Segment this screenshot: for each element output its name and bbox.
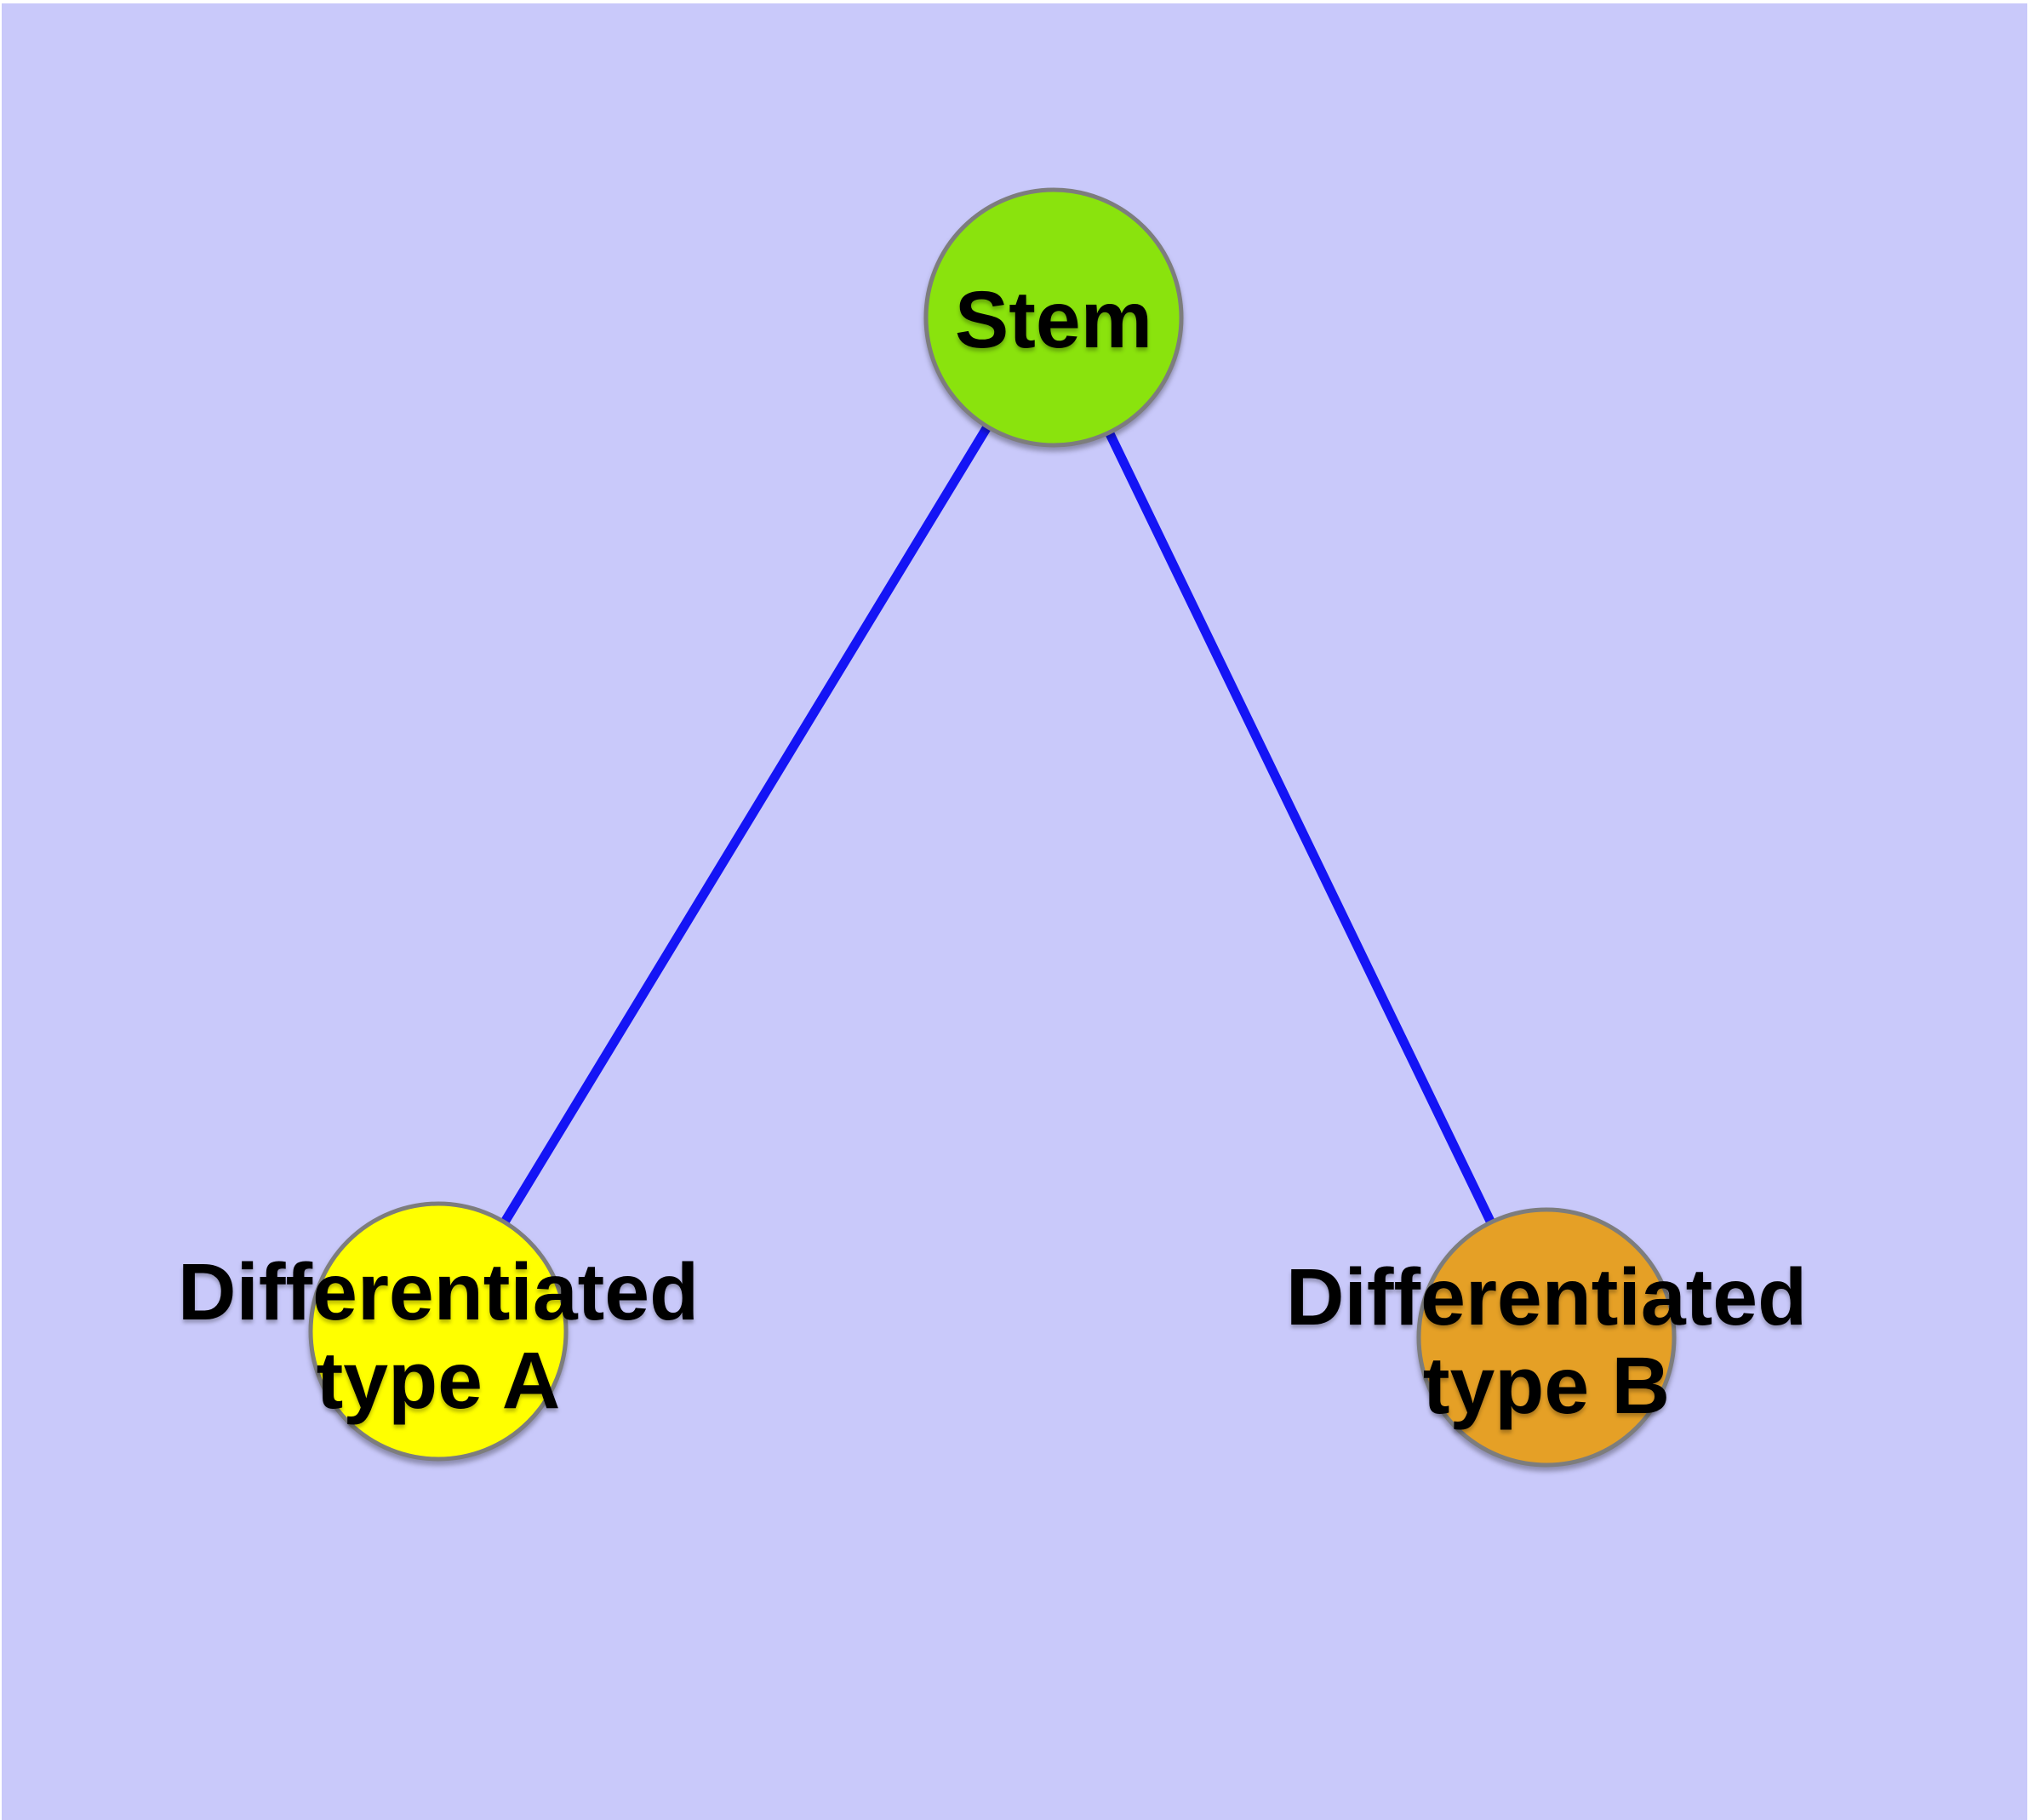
node-differentiated-type-a [308, 1201, 569, 1462]
edge-stem-to-type-b [1049, 312, 1552, 1342]
node-type-a-label-line2: type A [317, 1336, 561, 1426]
node-stem-label: Stem [955, 275, 1152, 365]
edge-stem-to-type-a [433, 312, 1059, 1336]
node-type-b-label-line2: type B [1423, 1341, 1670, 1431]
node-differentiated-type-b [1416, 1207, 1677, 1468]
node-type-a-label-line1: Differentiated [178, 1247, 699, 1337]
node-stem [923, 187, 1184, 448]
node-type-b-label-line1: Differentiated [1286, 1252, 1807, 1342]
